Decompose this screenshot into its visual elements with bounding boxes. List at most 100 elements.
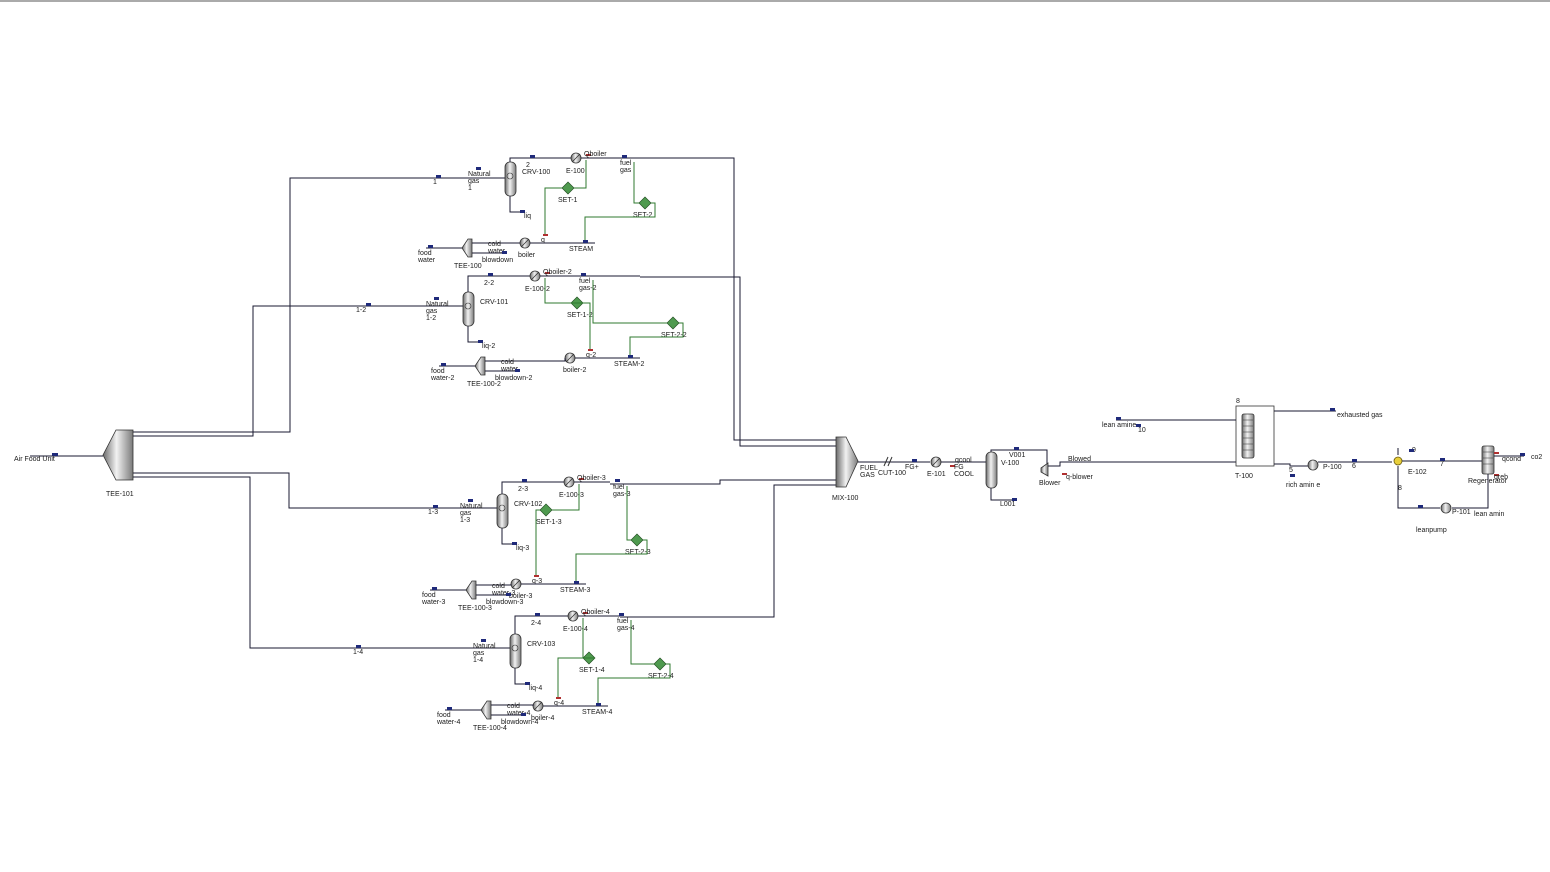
steam-label: STEAM-3 — [560, 587, 590, 594]
blowdown-arrow — [521, 713, 526, 716]
set1-label: SET-1 — [558, 197, 578, 204]
vapour-arrow — [530, 155, 535, 158]
tee-icon[interactable] — [465, 580, 477, 600]
set2-operation[interactable] — [653, 657, 667, 671]
boiler-q-marker — [534, 575, 539, 577]
fuel-gas-headers — [610, 157, 836, 618]
lean-amine-label: lean amine — [1102, 422, 1136, 429]
signal-boiler — [571, 302, 591, 350]
boiler-slash — [533, 701, 543, 711]
exhausted-gas-stream[interactable]: exhausted gas — [1274, 408, 1383, 419]
boiler-q-label: q-3 — [532, 578, 542, 585]
qreb-label: qreb — [1494, 474, 1508, 481]
fuel-gas-arrow — [615, 479, 620, 482]
exchanger-e-102[interactable]: E-102 9 7 8 — [1393, 447, 1482, 509]
fuel-gas-arrow — [581, 273, 586, 276]
blowdown-arrow — [502, 251, 507, 254]
boiler-label: boiler-3 — [509, 593, 532, 600]
feed-water-arrow — [447, 707, 452, 710]
q-marker — [579, 478, 584, 480]
blower-q-label: q-blower — [1066, 474, 1094, 481]
vapour-pipe — [514, 615, 568, 634]
blowdown-label: blowdown — [482, 257, 513, 264]
signal-boiler — [557, 657, 583, 698]
crv-label: CRV-103 — [527, 641, 555, 648]
rich-amine-stream[interactable]: rich amin e 5 — [1274, 463, 1320, 489]
steam-arrow — [583, 240, 588, 243]
splitter-label: TEE-101 — [106, 491, 134, 498]
set1-operation[interactable] — [539, 503, 553, 517]
boiler-q-label: q-4 — [554, 700, 564, 707]
absorber-t-100[interactable]: T-100 8 — [1235, 398, 1275, 480]
signal-fuel — [626, 486, 631, 541]
liquid-arrow — [525, 682, 530, 685]
mixer-mix-100[interactable]: MIX-100 — [832, 436, 859, 502]
vapour-label: V001 — [1009, 452, 1025, 459]
tee-label: TEE-100-2 — [467, 381, 501, 388]
blower[interactable]: Blower Blowed q-blower — [1039, 456, 1236, 487]
tee-icon[interactable] — [474, 356, 486, 376]
fg-cool-label-1: FG — [954, 464, 964, 471]
separator-label: V-100 — [1001, 460, 1019, 467]
signal-q — [544, 278, 583, 304]
out-stream-label: 2-3 — [518, 486, 528, 493]
set2-operation[interactable] — [638, 196, 652, 210]
boiler-q-marker — [556, 697, 561, 699]
pump-p-101[interactable]: P-101 leanpump — [1416, 502, 1471, 534]
leanpump-label: leanpump — [1416, 527, 1447, 534]
feed-label: Air Food Unit — [14, 456, 55, 463]
steam-arrow — [628, 355, 633, 358]
liquid-arrow — [512, 542, 517, 545]
q-stream-label: Qboiler — [584, 151, 607, 158]
stream-1-label: 1 — [433, 179, 437, 186]
separator-v-100[interactable]: V-100 V001 L001 — [985, 447, 1048, 508]
blowdown-arrow — [515, 369, 520, 372]
steam-label: STEAM-4 — [582, 709, 612, 716]
boiler-q-marker — [543, 234, 548, 236]
steam-label: STEAM-2 — [614, 361, 644, 368]
cut-stream-label: FG+ — [905, 464, 919, 471]
set2-operation[interactable] — [630, 533, 644, 547]
feed-stream[interactable]: Air Food Unit — [14, 453, 103, 463]
liquid-arrow — [520, 210, 525, 213]
e102-label: E-102 — [1408, 469, 1427, 476]
out-stream-label: 2-2 — [484, 280, 494, 287]
exchanger-label: E-100 — [566, 168, 585, 175]
liquid-label: liq-2 — [482, 343, 495, 350]
exchanger-label: E-100-3 — [559, 492, 584, 499]
pump-p-100[interactable]: P-100 6 — [1307, 459, 1392, 471]
fuel-gas-arrow — [619, 613, 624, 616]
q-stream-label: Qboiler-2 — [543, 269, 572, 276]
crv-label: CRV-100 — [522, 169, 550, 176]
rich-amine-label: rich amin e — [1286, 482, 1320, 489]
mixer-label: MIX-100 — [832, 495, 859, 502]
fuel-gas-stream[interactable]: FUEL GAS — [858, 461, 930, 479]
co2-label: co2 — [1531, 454, 1542, 461]
crv-burner-icon — [506, 172, 514, 180]
regenerator[interactable]: Regenerator qcond qreb co2 lean amin — [1452, 445, 1542, 518]
splitter-tee-101[interactable]: TEE-101 — [102, 429, 134, 498]
lean-stream-label: 10 — [1138, 427, 1146, 434]
cooler-e-101[interactable]: E-101 qcool FG COOL — [927, 456, 986, 478]
cut-100[interactable]: CUT-100 FG+ — [878, 456, 919, 477]
blowdown-label: blowdown-2 — [495, 375, 532, 382]
pump-out-label: 6 — [1352, 463, 1356, 470]
tee-icon[interactable] — [480, 700, 492, 720]
exchanger-label: E-100-2 — [525, 286, 550, 293]
set2-operation[interactable] — [666, 316, 680, 330]
tee-icon[interactable] — [461, 238, 473, 258]
crv-burner-icon — [464, 302, 472, 310]
tee-label: TEE-100-4 — [473, 725, 507, 732]
pump1-label: P-100 — [1323, 464, 1342, 471]
set1-operation[interactable] — [561, 181, 575, 195]
lean-amine-feed[interactable]: lean amine 10 — [1102, 417, 1236, 434]
